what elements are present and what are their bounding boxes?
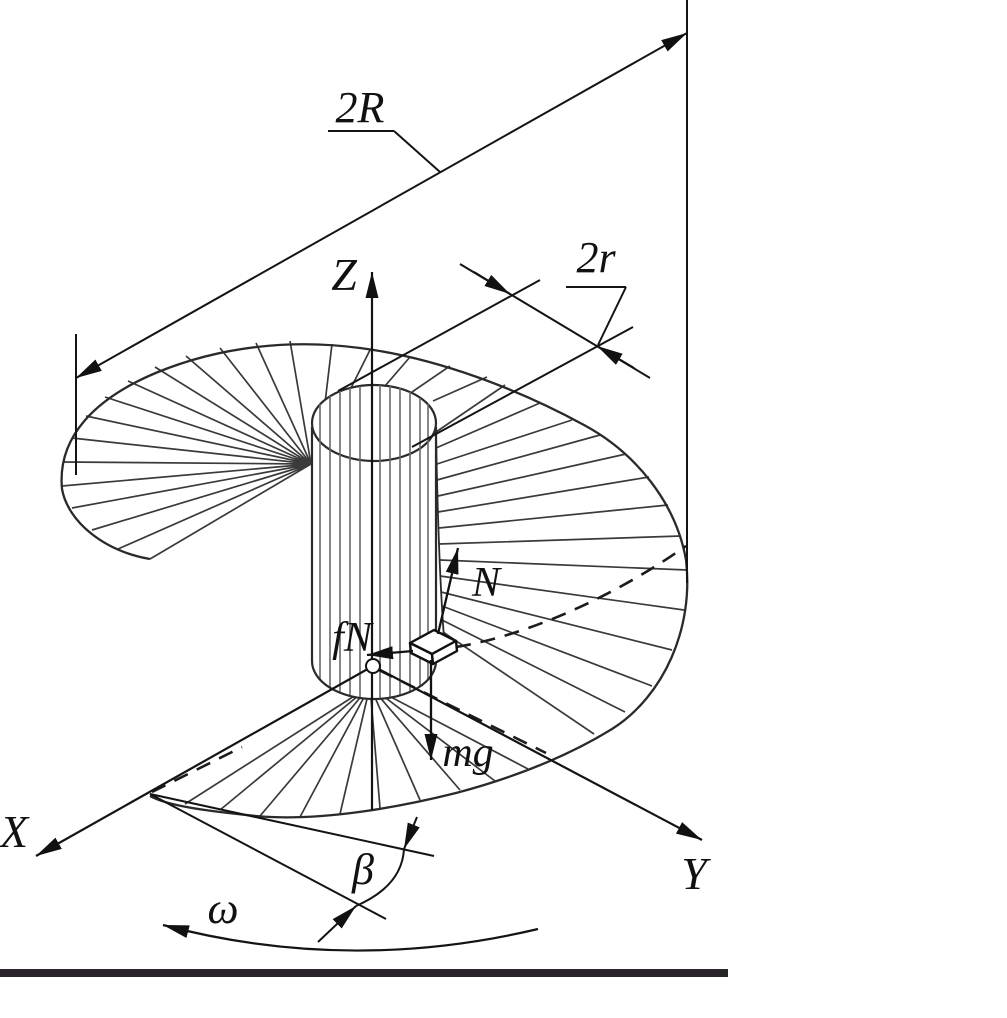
cylinder-top-ellipse	[310, 383, 438, 463]
left-fan-lines	[61, 340, 312, 560]
cylinder-body-fill	[312, 423, 436, 699]
y-axis	[372, 665, 703, 841]
friction-force-arrow	[366, 646, 414, 660]
dim-2R-leader	[393, 130, 441, 173]
normal-force-label: N	[471, 560, 502, 606]
dim-2R-label: 2R	[336, 83, 385, 132]
weight-force-label: mg	[442, 730, 493, 776]
dim-2r-arrow-1	[473, 271, 511, 295]
sliding-block	[408, 628, 459, 666]
dimension-outer-diameter	[75, 0, 688, 583]
cylinder-bottom-arc	[310, 660, 438, 701]
beta-arc	[355, 848, 405, 907]
dim-2r-extension-1	[337, 279, 541, 392]
inner-helix-right-edge	[435, 429, 445, 639]
bottom-fan-lines	[184, 685, 529, 818]
dashed-helix-continuation-left	[151, 745, 243, 794]
beta-arrow-lower	[317, 905, 357, 943]
dim-2r-leader	[597, 286, 627, 346]
angular-velocity-label: ω	[207, 884, 238, 933]
beta-tangent-line	[149, 793, 387, 920]
dashed-helix-right	[455, 544, 687, 649]
friction-force-label: fN	[332, 615, 374, 661]
dim-2r-arrow-2	[596, 345, 635, 369]
dimension-inner-diameter	[337, 263, 651, 448]
helix-angle-dimension	[149, 793, 435, 943]
force-vectors	[366, 547, 460, 760]
x-axis	[35, 665, 374, 857]
bottom-bar	[0, 969, 728, 977]
right-fan-lines	[435, 384, 688, 735]
z-axis-label: Z	[331, 249, 357, 300]
beta-arrow-upper	[403, 816, 420, 850]
omega-rotation-arc	[162, 923, 539, 952]
origin-point-marker	[365, 658, 381, 674]
beta-reference-line	[149, 793, 435, 857]
normal-force-arrow	[436, 547, 460, 635]
x-axis-label: X	[0, 806, 30, 857]
block-right-face	[430, 639, 459, 666]
dim-2R-line	[75, 32, 688, 379]
helix-angle-label: β	[351, 845, 374, 894]
dim-2r-label: 2r	[576, 233, 616, 282]
y-axis-label: Y	[681, 848, 711, 899]
dim-2r-extension-2	[411, 326, 634, 448]
central-cylinder	[310, 383, 445, 701]
outer-helix-edge	[60, 343, 689, 819]
